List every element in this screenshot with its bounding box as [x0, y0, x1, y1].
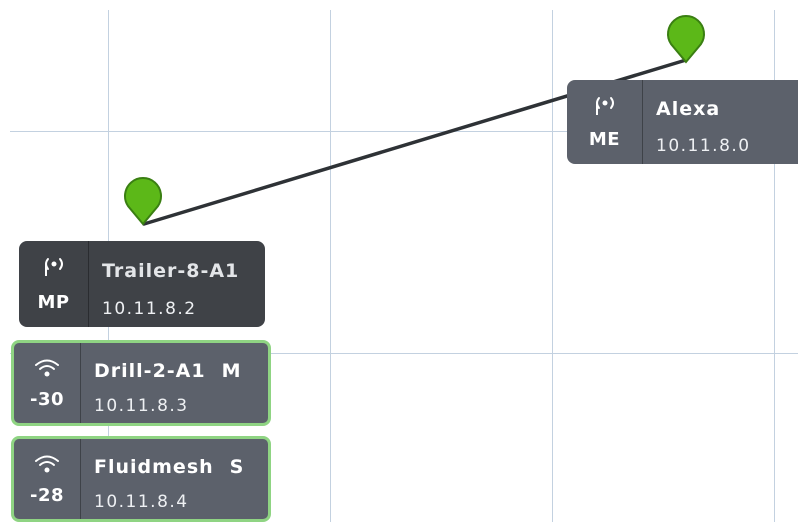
broadcast-antenna-icon	[593, 94, 617, 118]
node-status-column: MP	[19, 241, 89, 327]
node-name-row: Fluidmesh S	[94, 456, 268, 478]
grid-line	[10, 353, 798, 354]
node-name: Trailer-8-A1	[102, 259, 240, 282]
node-details: Drill-2-A1 M 10.11.8.3	[81, 343, 268, 423]
node-name-row: Drill-2-A1 M	[94, 360, 268, 382]
node-card-alexa[interactable]: ME Alexa 10.11.8.0	[567, 80, 798, 164]
wifi-signal-icon	[34, 452, 60, 476]
node-ip-address: 10.11.8.4	[94, 492, 189, 512]
node-role-letter: S	[229, 456, 245, 478]
node-details: Fluidmesh S 10.11.8.4	[81, 439, 268, 519]
node-name: Drill-2-A1	[94, 360, 206, 382]
node-details: Trailer-8-A1 10.11.8.2	[89, 241, 265, 327]
node-status-column: ME	[567, 80, 643, 164]
node-mode-code: MP	[37, 291, 70, 313]
node-name: Alexa	[656, 98, 721, 120]
node-card-fluidmesh[interactable]: -28 Fluidmesh S 10.11.8.4	[11, 436, 271, 522]
node-status-column: -30	[14, 343, 81, 423]
node-ip-address: 10.11.8.3	[94, 396, 189, 416]
signal-strength: -30	[29, 389, 65, 411]
grid-line	[774, 10, 775, 522]
node-mode-code: ME	[588, 129, 621, 151]
node-status-column: -28	[14, 439, 81, 519]
map-pin-trailer[interactable]	[121, 173, 165, 227]
node-card-drill[interactable]: -30 Drill-2-A1 M 10.11.8.3	[11, 340, 271, 426]
wifi-signal-icon	[34, 356, 60, 380]
node-name: Fluidmesh	[94, 456, 214, 478]
node-role-letter: M	[221, 360, 242, 382]
grid-line	[330, 10, 331, 522]
map-pin-icon	[124, 177, 162, 226]
grid-line	[552, 10, 553, 522]
broadcast-antenna-icon	[42, 255, 66, 279]
node-ip-address: 10.11.8.0	[656, 136, 751, 156]
node-card-trailer[interactable]: MP Trailer-8-A1 10.11.8.2	[19, 241, 265, 327]
node-ip-address: 10.11.8.2	[102, 298, 197, 319]
node-details: Alexa 10.11.8.0	[643, 80, 798, 164]
signal-strength: -28	[29, 485, 65, 507]
map-pin-icon	[667, 15, 705, 64]
map-pin-alexa[interactable]	[664, 11, 708, 65]
